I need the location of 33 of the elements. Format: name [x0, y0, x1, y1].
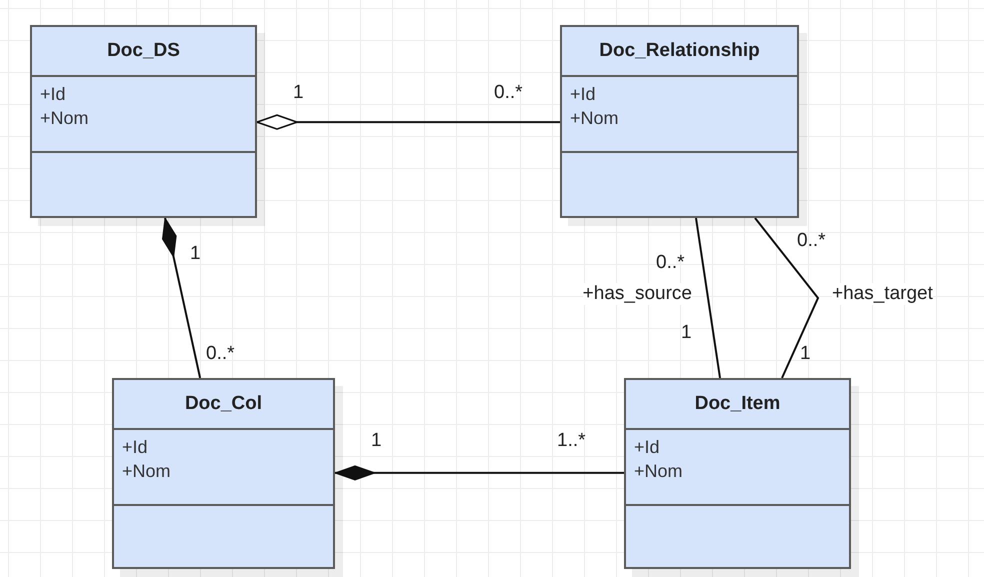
class-box: [560, 25, 799, 218]
attribute: +Nom: [570, 107, 620, 129]
attribute: +Id: [570, 83, 597, 105]
class-name: Doc_Col: [184, 393, 262, 415]
multiplicity: 1: [293, 82, 304, 104]
multiplicity: 1: [371, 430, 382, 452]
multiplicity: 0..*: [494, 82, 523, 104]
multiplicity: 1: [681, 322, 692, 344]
class-box: [30, 25, 257, 218]
class-name: Doc_DS: [107, 40, 180, 62]
attribute: +Id: [122, 436, 149, 458]
association-line: [695, 218, 721, 378]
multiplicity: 1: [190, 243, 201, 265]
attribute: +Id: [634, 436, 661, 458]
multiplicity: 0..*: [656, 252, 685, 274]
class-box: [624, 378, 851, 569]
class-name: Doc_Item: [694, 393, 780, 415]
composition-line: [334, 465, 624, 480]
composition-line: [256, 114, 560, 130]
attribute: +Nom: [122, 460, 172, 482]
association-line: [754, 217, 820, 378]
class-name: Doc_Relationship: [599, 40, 760, 62]
composition-line: [162, 218, 202, 378]
role-name: +has_target: [832, 283, 933, 305]
class-box: [112, 378, 335, 569]
role-name: +has_source: [582, 283, 692, 305]
multiplicity: 1: [800, 343, 811, 365]
attribute: +Id: [40, 83, 67, 105]
multiplicity: 1..*: [557, 430, 586, 452]
multiplicity: 0..*: [206, 343, 235, 365]
attribute: +Nom: [40, 107, 90, 129]
attribute: +Nom: [634, 460, 684, 482]
multiplicity: 0..*: [797, 230, 826, 252]
